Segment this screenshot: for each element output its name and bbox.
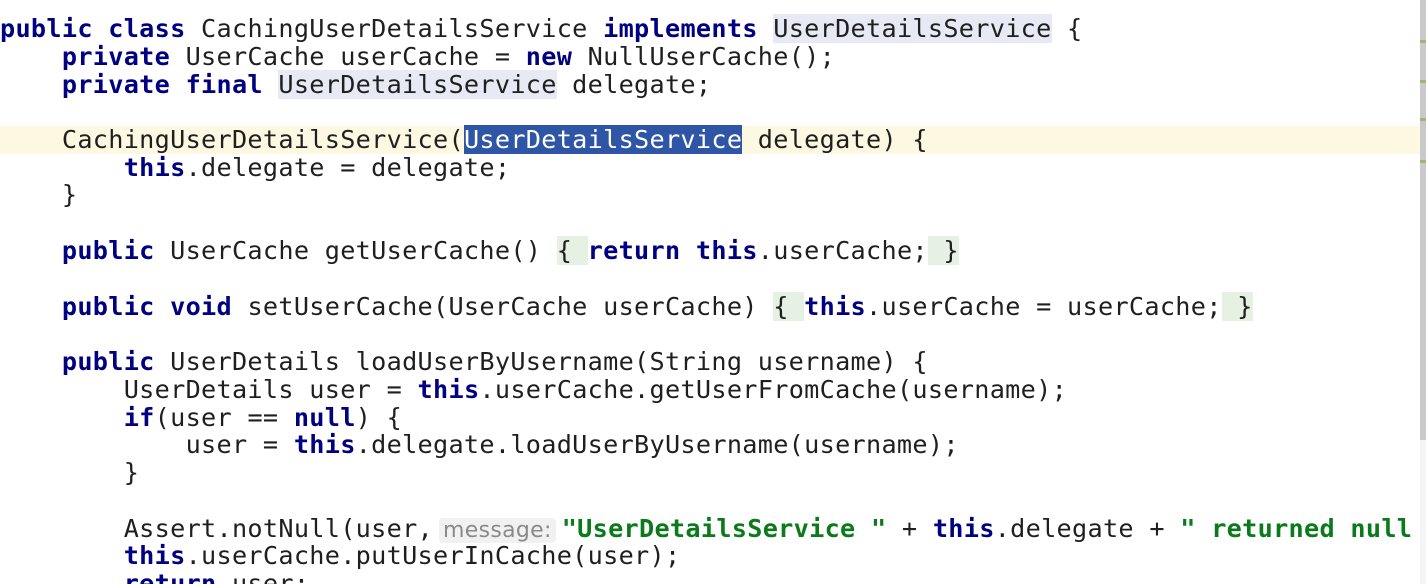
code-token[interactable]: delegate) {: [742, 125, 928, 154]
keyword-token[interactable]: return: [587, 236, 696, 265]
code-token[interactable]: .delegate +: [994, 514, 1181, 543]
scrollbar-marker[interactable]: [1420, 40, 1426, 43]
current-code-line[interactable]: CachingUserDetailsService(UserDetailsSer…: [0, 125, 1426, 154]
code-token[interactable]: [0, 42, 62, 71]
keyword-token[interactable]: new: [525, 42, 588, 71]
keyword-token[interactable]: this: [695, 236, 758, 265]
keyword-token[interactable]: null: [293, 403, 356, 432]
keyword-token[interactable]: this: [417, 375, 480, 404]
code-line[interactable]: [0, 99, 1426, 127]
scrollbar-marker[interactable]: [1420, 80, 1426, 83]
code-token[interactable]: .delegate.loadUserByUsername(username);: [355, 430, 959, 459]
usage-highlight-token[interactable]: UserDetailsService: [773, 14, 1052, 43]
code-token[interactable]: (user ==: [154, 403, 294, 432]
code-line[interactable]: [0, 209, 1426, 237]
code-token[interactable]: [0, 569, 124, 584]
scrollbar-thumb[interactable]: [1420, 0, 1426, 440]
keyword-token[interactable]: public class: [0, 14, 202, 43]
code-line[interactable]: [0, 265, 1426, 293]
code-line[interactable]: private final UserDetailsService delegat…: [0, 70, 1426, 99]
code-line[interactable]: Assert.notNull(user,message:"UserDetails…: [0, 515, 1426, 543]
keyword-token[interactable]: this: [293, 430, 356, 459]
keyword-token[interactable]: this: [123, 541, 186, 570]
code-token[interactable]: .userCache;: [757, 236, 928, 265]
code-token[interactable]: user =: [0, 430, 294, 459]
code-line[interactable]: }: [0, 181, 1426, 209]
scrollbar-marker[interactable]: [1420, 118, 1426, 121]
code-token[interactable]: .userCache.putUserInCache(user);: [185, 541, 681, 570]
code-line[interactable]: private UserCache userCache = new NullUs…: [0, 43, 1426, 71]
keyword-token[interactable]: if: [123, 403, 155, 432]
code-token[interactable]: }: [0, 458, 140, 487]
code-token[interactable]: +: [886, 514, 933, 543]
folded-brace-token[interactable]: }: [1221, 292, 1253, 321]
parameter-hint: message:: [439, 518, 556, 543]
keyword-token[interactable]: this: [123, 153, 186, 182]
usage-highlight-token[interactable]: UserDetailsService: [278, 70, 557, 99]
keyword-token[interactable]: return: [123, 569, 232, 584]
keyword-token[interactable]: public: [61, 347, 171, 376]
code-token[interactable]: [0, 70, 62, 99]
string-token[interactable]: "UserDetailsService ": [561, 514, 887, 543]
code-token[interactable]: {: [1051, 14, 1083, 43]
code-token[interactable]: [0, 153, 124, 182]
folded-brace-token[interactable]: }: [927, 236, 959, 265]
code-token[interactable]: .delegate = delegate;: [185, 153, 511, 182]
code-token[interactable]: UserDetails loadUserByUsername(String us…: [170, 347, 928, 376]
keyword-token[interactable]: public: [61, 236, 171, 265]
code-line[interactable]: this.userCache.putUserInCache(user);: [0, 542, 1426, 570]
code-line[interactable]: public UserDetails loadUserByUsername(St…: [0, 348, 1426, 376]
keyword-token[interactable]: this: [804, 292, 867, 321]
keyword-token[interactable]: private: [61, 42, 186, 71]
code-token[interactable]: delegate;: [556, 70, 712, 99]
code-line[interactable]: public void setUserCache(UserCache userC…: [0, 292, 1426, 321]
folded-brace-token[interactable]: {: [773, 292, 805, 321]
keyword-token[interactable]: this: [932, 514, 995, 543]
code-token[interactable]: UserCache getUserCache(): [170, 236, 557, 265]
selected-token[interactable]: UserDetailsService: [463, 125, 743, 154]
keyword-token[interactable]: public void: [61, 292, 248, 321]
code-line[interactable]: user = this.delegate.loadUserByUsername(…: [0, 431, 1426, 459]
code-line[interactable]: [0, 321, 1426, 349]
folded-brace-token[interactable]: {: [556, 236, 588, 265]
code-token[interactable]: CachingUserDetailsService: [201, 14, 604, 43]
code-token[interactable]: }: [0, 180, 78, 209]
code-line[interactable]: UserDetails user = this.userCache.getUse…: [0, 376, 1426, 404]
code-line[interactable]: this.delegate = delegate;: [0, 154, 1426, 182]
code-token[interactable]: [0, 403, 124, 432]
code-line[interactable]: public UserCache getUserCache() { return…: [0, 236, 1426, 265]
code-line[interactable]: }: [0, 459, 1426, 487]
code-token[interactable]: [0, 292, 62, 321]
code-token[interactable]: .userCache = userCache;: [866, 292, 1222, 321]
code-token[interactable]: user;: [231, 569, 310, 584]
code-token[interactable]: UserCache userCache =: [185, 42, 526, 71]
code-token[interactable]: UserDetails user =: [0, 375, 418, 404]
code-line[interactable]: if(user == null) {: [0, 404, 1426, 432]
code-token[interactable]: [0, 236, 62, 265]
code-token[interactable]: Assert.notNull(user,: [0, 514, 433, 543]
code-token[interactable]: CachingUserDetailsService(: [0, 125, 464, 154]
scrollbar-marker[interactable]: [1420, 160, 1426, 163]
vertical-scrollbar[interactable]: [1420, 0, 1426, 584]
code-token[interactable]: NullUserCache();: [587, 42, 836, 71]
code-token[interactable]: .userCache.getUserFromCache(username);: [479, 375, 1068, 404]
code-token[interactable]: [0, 347, 62, 376]
string-token[interactable]: " returned null: [1180, 514, 1413, 543]
code-token[interactable]: ) {: [355, 403, 403, 432]
code-token[interactable]: setUserCache(UserCache userCache): [247, 292, 774, 321]
keyword-token[interactable]: implements: [603, 14, 774, 43]
code-token[interactable]: [0, 541, 124, 570]
code-line[interactable]: public class CachingUserDetailsService i…: [0, 14, 1426, 43]
code-line[interactable]: [0, 487, 1426, 515]
code-line[interactable]: return user;: [0, 570, 1426, 584]
keyword-token[interactable]: private final: [61, 70, 279, 99]
